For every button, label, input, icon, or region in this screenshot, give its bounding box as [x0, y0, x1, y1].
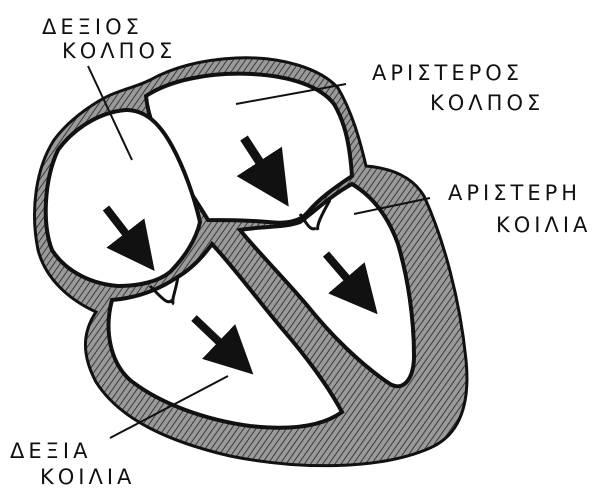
- label-right-ventricle-line1: ΔΕΞΙΑ: [10, 439, 91, 463]
- label-left-atrium-line1: ΑΡΙΣΤΕΡΟΣ: [372, 61, 523, 85]
- label-right-ventricle-line2: ΚΟΙΛΙΑ: [40, 465, 135, 489]
- label-left-ventricle-line1: ΑΡΙΣΤΕΡΗ: [448, 181, 581, 205]
- label-right-atrium-line1: ΔΕΞΙΟΣ: [42, 15, 143, 39]
- label-left-ventricle-line2: ΚΟΙΛΙΑ: [496, 213, 591, 237]
- label-right-atrium-line2: ΚΟΛΠΟΣ: [62, 39, 176, 63]
- label-left-atrium-line2: ΚΟΛΠΟΣ: [430, 91, 544, 115]
